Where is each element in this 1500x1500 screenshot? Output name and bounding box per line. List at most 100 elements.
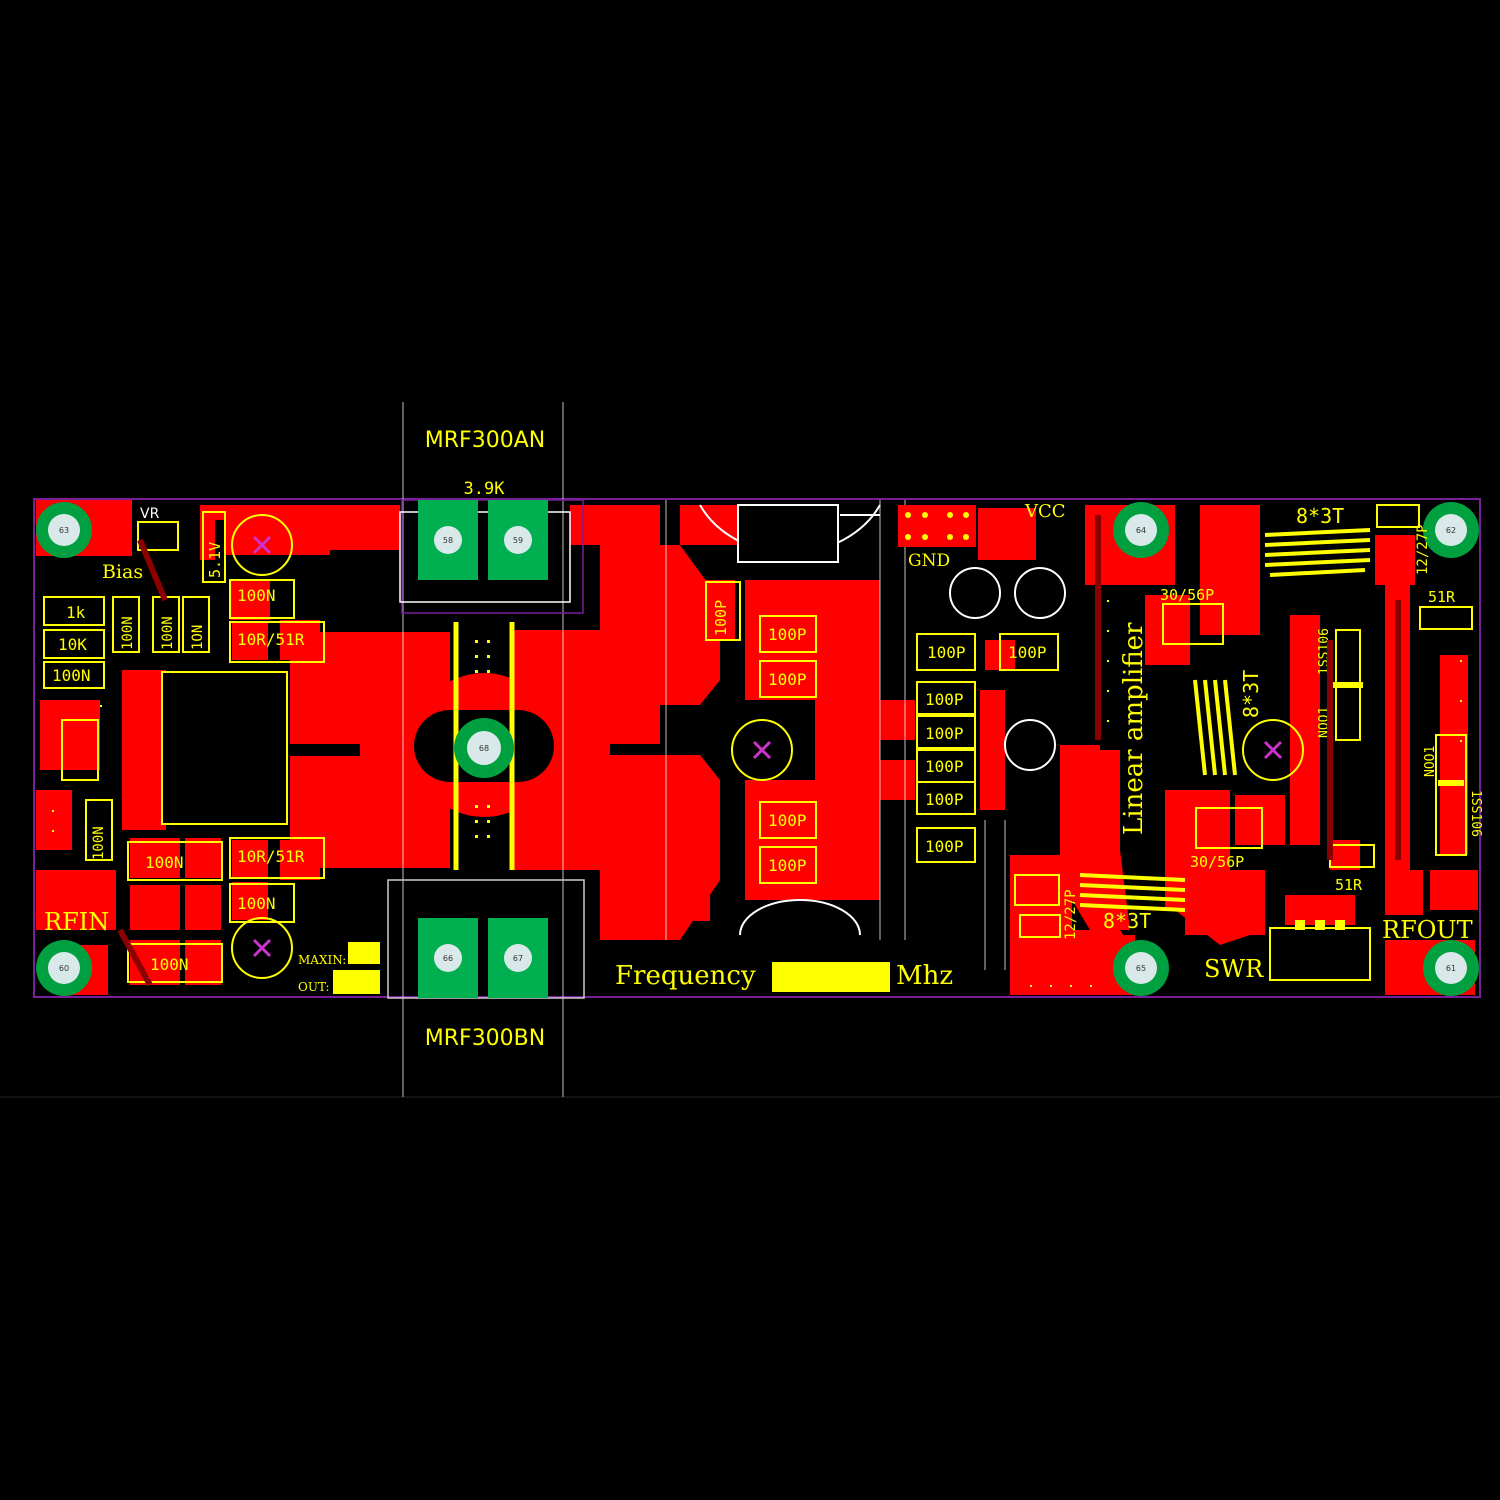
frequency-label: Frequency bbox=[615, 961, 756, 991]
component-value: 1k bbox=[66, 603, 86, 622]
pin bbox=[963, 512, 969, 518]
copper-pour bbox=[232, 622, 268, 660]
component-value: 51R bbox=[1335, 876, 1363, 894]
pad-hole bbox=[434, 944, 462, 972]
pad-hole bbox=[504, 944, 532, 972]
guide-lines bbox=[0, 402, 1500, 1098]
smd-outline bbox=[1376, 504, 1420, 528]
dot bbox=[1107, 660, 1109, 662]
smd-outline bbox=[229, 579, 295, 619]
copper-pour bbox=[36, 870, 116, 930]
component-value: 100P bbox=[925, 724, 964, 743]
component-value: 100N bbox=[150, 955, 189, 974]
linear-amplifier-label: Linear amplifier bbox=[1119, 622, 1149, 835]
component-value: 100P bbox=[925, 837, 964, 856]
copper-pour bbox=[36, 790, 72, 850]
dot bbox=[1107, 690, 1109, 692]
board-outline bbox=[33, 498, 1481, 998]
dot bbox=[487, 835, 490, 838]
output-stub-left bbox=[1060, 745, 1130, 930]
mount-hole bbox=[1435, 514, 1467, 546]
component-value: 51R bbox=[1428, 588, 1456, 606]
frequency-box bbox=[772, 962, 890, 992]
smd-outline bbox=[916, 781, 976, 815]
copper-pour bbox=[1375, 535, 1415, 585]
pin bbox=[905, 512, 911, 518]
smd-outline bbox=[916, 715, 976, 749]
pad-number: 59 bbox=[513, 536, 523, 545]
smd-outline bbox=[127, 841, 223, 881]
component-value: 8*3T bbox=[1103, 909, 1151, 933]
component-value: 8*3T bbox=[1239, 670, 1263, 718]
dot bbox=[475, 820, 478, 823]
copper-pour bbox=[230, 580, 270, 620]
x-mark bbox=[752, 740, 772, 760]
copper-pour bbox=[745, 780, 815, 900]
copper-pour bbox=[1385, 870, 1423, 915]
component-value: 10R/51R bbox=[237, 630, 305, 649]
dot bbox=[487, 805, 490, 808]
copper-pour bbox=[978, 508, 1036, 560]
component-value: 10R/51R bbox=[237, 847, 305, 866]
component-value: 100P bbox=[925, 690, 964, 709]
pad-number: 63 bbox=[59, 526, 69, 535]
trace bbox=[137, 538, 168, 602]
copper-pour bbox=[232, 882, 268, 920]
component-value: 100P bbox=[925, 790, 964, 809]
smd-outline bbox=[202, 511, 226, 583]
smd-outline bbox=[43, 596, 105, 626]
smd-outline bbox=[759, 846, 817, 884]
electrolytic-outline bbox=[1242, 719, 1304, 781]
diode-label: NOO1 bbox=[1423, 746, 1438, 777]
swr-pin bbox=[1295, 920, 1305, 930]
dot bbox=[487, 655, 490, 658]
smd-outline bbox=[1162, 603, 1224, 645]
component-value: 100N bbox=[160, 616, 176, 650]
copper-pour bbox=[570, 505, 660, 545]
transistor-outline-bottom bbox=[387, 879, 585, 999]
dot bbox=[1107, 600, 1109, 602]
x-mark bbox=[252, 535, 272, 555]
output-plate bbox=[1010, 930, 1140, 995]
smd-outline bbox=[916, 827, 976, 863]
pad-number: 58 bbox=[443, 536, 453, 545]
rfin-label: RFIN bbox=[44, 908, 109, 936]
transistor-pads: 58 59 66 67 bbox=[418, 500, 548, 998]
component-value: 100N bbox=[120, 616, 136, 650]
component-value: 100N bbox=[145, 853, 184, 872]
smd-outline bbox=[1195, 807, 1263, 849]
header-body bbox=[898, 505, 976, 547]
smd-outline bbox=[43, 629, 105, 659]
smd-outline bbox=[61, 719, 99, 781]
mount-hole bbox=[48, 514, 80, 546]
copper-pour bbox=[865, 700, 915, 740]
smd-outline bbox=[916, 633, 976, 671]
dot bbox=[487, 820, 490, 823]
dot bbox=[100, 705, 102, 707]
bulk-cap-arc-bottom bbox=[739, 899, 861, 936]
bulk-capacitor-body bbox=[737, 504, 839, 563]
smd-outline bbox=[229, 621, 325, 663]
mount-hole bbox=[1435, 952, 1467, 984]
dot bbox=[1030, 985, 1032, 987]
gnd-header-pins bbox=[905, 512, 969, 540]
smd-outline bbox=[85, 799, 113, 861]
coil-winding bbox=[1193, 679, 1237, 776]
bias-pot bbox=[137, 521, 179, 551]
output-stub-right bbox=[1175, 870, 1265, 945]
swr-pin bbox=[1335, 920, 1345, 930]
silk-text: MRF300AN MRF300BN 3.9K VR Bias 5.1V RFIN… bbox=[44, 428, 1483, 1051]
copper-pour bbox=[185, 838, 221, 878]
copper-pour bbox=[185, 885, 221, 930]
electrolytic-outline bbox=[231, 514, 293, 576]
pad-number: 68 bbox=[479, 744, 489, 753]
pin bbox=[922, 512, 928, 518]
dot bbox=[1460, 660, 1462, 662]
transistor-label-top: MRF300AN bbox=[425, 428, 545, 453]
dot bbox=[1090, 985, 1092, 987]
gnd-header bbox=[898, 505, 976, 547]
dot bbox=[1107, 630, 1109, 632]
dot bbox=[475, 835, 478, 838]
zener-label: 5.1V bbox=[206, 542, 224, 578]
copper-pour bbox=[130, 838, 180, 878]
